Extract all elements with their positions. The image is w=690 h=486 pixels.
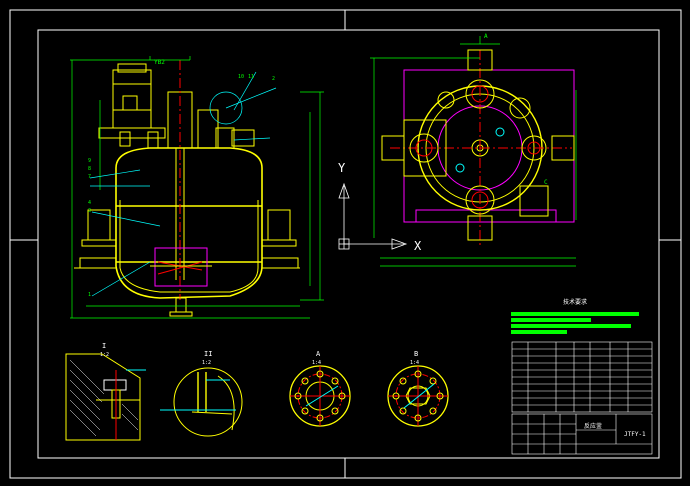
- part-number-labels: 9 8 7 4 3 1 10 11 2: [88, 74, 275, 298]
- notes-block: [511, 312, 639, 334]
- detail-ii: [160, 367, 243, 437]
- agitator: [150, 60, 212, 300]
- plan-nozzles: [409, 79, 547, 215]
- notes-heading: 技术要求: [563, 298, 587, 306]
- plan-lugs: [381, 49, 575, 241]
- plan-dimensions: [370, 36, 577, 267]
- jacket: [119, 200, 259, 293]
- flange-a: [289, 365, 351, 427]
- title-block: [511, 413, 653, 455]
- part-3: 3: [88, 208, 91, 214]
- part-10: 10: [238, 74, 244, 80]
- part-2: 2: [272, 76, 275, 82]
- part-7: 7: [88, 174, 91, 180]
- nozzle-table-rows: [512, 348, 652, 406]
- detail-ii-scale: 1:2: [202, 360, 211, 366]
- detail-i: [65, 353, 146, 441]
- detail-b-scale: 1:4: [410, 360, 419, 366]
- part-1: 1: [88, 292, 91, 298]
- part-9: 9: [88, 158, 91, 164]
- ucs-icon: [338, 182, 408, 250]
- drawing-code: JTFY-1: [624, 431, 646, 438]
- axis-y-label: Y: [338, 161, 346, 175]
- leaders: [89, 71, 277, 297]
- detail-ii-tag: II: [204, 350, 212, 358]
- plan-small-label: C: [544, 179, 548, 186]
- top-nozzles: [119, 91, 255, 149]
- front-view: YB2: [70, 56, 324, 319]
- detail-a-scale: 1:4: [312, 360, 321, 366]
- front-dimensions: [70, 56, 324, 319]
- flange-b: [387, 365, 449, 427]
- detail-b-tag: B: [414, 350, 418, 358]
- motor-label: YB2: [154, 59, 165, 66]
- motor: [98, 63, 166, 139]
- part-11: 11: [248, 74, 254, 80]
- part-8: 8: [88, 166, 91, 172]
- support-legs: [74, 209, 300, 269]
- part-4: 4: [88, 200, 91, 206]
- axis-x-label: X: [414, 239, 422, 253]
- drawing-frame: [9, 9, 682, 479]
- drawing-name: 反应釜: [584, 422, 602, 430]
- bottom-outlet: [169, 297, 193, 317]
- detail-i-scale: 1:2: [100, 352, 109, 358]
- detail-a-tag: A: [316, 350, 321, 358]
- detail-i-tag: I: [102, 342, 106, 350]
- plan-view: [370, 36, 577, 267]
- plan-top-dim-label: A: [484, 33, 488, 40]
